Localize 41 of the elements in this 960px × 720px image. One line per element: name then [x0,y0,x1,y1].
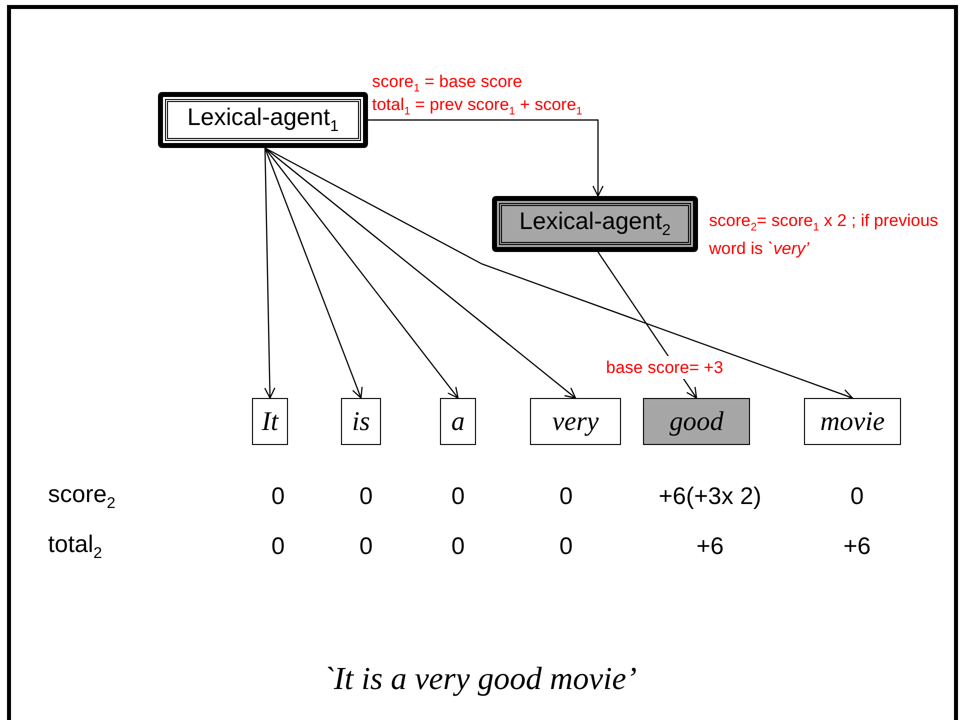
score-value: +6(+3x 2) [658,483,762,511]
word: movie [820,406,885,437]
word: good [670,406,724,437]
score-value: 0 [451,483,465,511]
agent-name: Lexical-agent$_{1}$ [187,104,339,136]
word: a [451,406,465,437]
agent-box [492,196,698,252]
arrow [264,148,459,399]
word-box [530,398,621,445]
annotation-text: total$_{1}$ = prev score$_{1}$ + score$_{1}$ [372,94,582,120]
annotation-text: score$_{1}$ = base score [372,71,522,96]
row-label: total$_{2}$ [48,531,102,563]
word-box [440,398,476,445]
arrow [264,148,576,399]
word-box [252,398,288,445]
score-value: 0 [559,483,573,511]
annotation-text: score$_{2}$= score$_{1}$ x 2 ; if previous word is `very’ [709,210,940,260]
word: very [552,406,599,437]
score-value: 0 [271,533,285,561]
row-label: score$_{2}$ [48,481,116,513]
word-box [341,398,381,445]
score-value: 0 [359,533,373,561]
score-value: 0 [271,483,285,511]
word: is [352,406,370,437]
score-value: +6 [843,533,871,561]
word-box [804,398,901,445]
arrow [264,147,854,400]
arrow [368,119,604,197]
score-value: +6 [696,533,724,561]
sentence-caption: `It is a very good movie’ [322,660,638,697]
agent-box [158,92,368,148]
word: It [262,406,278,437]
arrow [264,148,363,399]
score-value: 0 [559,533,573,561]
score-value: 0 [850,483,864,511]
score-value: 0 [359,483,373,511]
word-box [643,398,750,445]
agent-name: Lexical-agent$_{2}$ [519,208,671,240]
arrow [264,148,276,399]
annotation-text: base score= +3 [604,356,726,379]
score-value: 0 [451,533,465,561]
